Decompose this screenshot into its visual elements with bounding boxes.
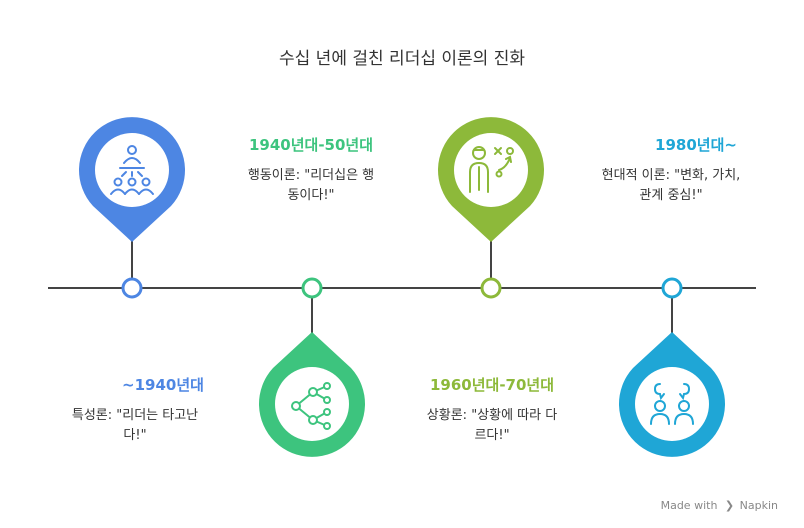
stage-4-pin-inner [635,367,709,441]
stage-4-marker [619,277,725,457]
stage-2-marker [258,277,365,457]
stage-3-era: 1960년대-70년대 [429,376,555,394]
stage-2-node [301,277,323,299]
stage-4-era: 1980년대~ [655,136,737,154]
stage-3-marker [438,117,544,299]
stage-2-era: 1940년대-50년대 [248,136,374,154]
stage-2-desc-line-2: 동이다!" [287,188,335,203]
stage-2-pin-inner [275,367,349,441]
people-group-icon [110,145,154,195]
stage-2-desc: 행동이론: "리더십은 행 동이다!" [211,166,411,206]
stage-1-marker [79,117,185,299]
page-title: 수십 년에 걸친 리더십 이론의 진화 [279,49,525,69]
watermark-brand: Napkin [739,499,778,512]
stage-2-desc-line-1: 행동이론: "리더십은 행 [247,168,375,183]
strategy-person-icon [469,146,514,193]
stage-1-era: ~1940년대 [122,376,204,394]
share-network-icon [291,382,331,430]
watermark-text: Made with [660,499,718,512]
stage-4-desc-line-1: 현대적 이론: "변화, 가치, [601,168,741,183]
stage-1-node [121,277,143,299]
stage-1-pin-inner [95,133,169,207]
stage-3-desc-line-1: 상황론: "상황에 따라 다 [426,408,558,423]
napkin-logo-icon: ❯ [724,499,735,512]
stage-3-node [480,277,502,299]
stage-1-desc-line-1: 특성론: "리더는 타고난 [71,408,199,423]
stage-3-pin-inner [454,133,528,207]
stage-3-desc-line-2: 르다!" [474,428,510,443]
stage-1-desc-line-2: 다!" [123,428,147,443]
stage-4-desc: 현대적 이론: "변화, 가치, 관계 중심!" [571,166,771,206]
watermark: Made with ❯ Napkin [661,499,778,512]
stage-4-desc-line-2: 관계 중심!" [639,188,703,203]
stage-1-desc: 특성론: "리더는 타고난 다!" [35,406,235,446]
team-discussion-icon [650,383,694,425]
stage-3-desc: 상황론: "상황에 따라 다 르다!" [392,406,592,446]
stage-4-node [661,277,683,299]
